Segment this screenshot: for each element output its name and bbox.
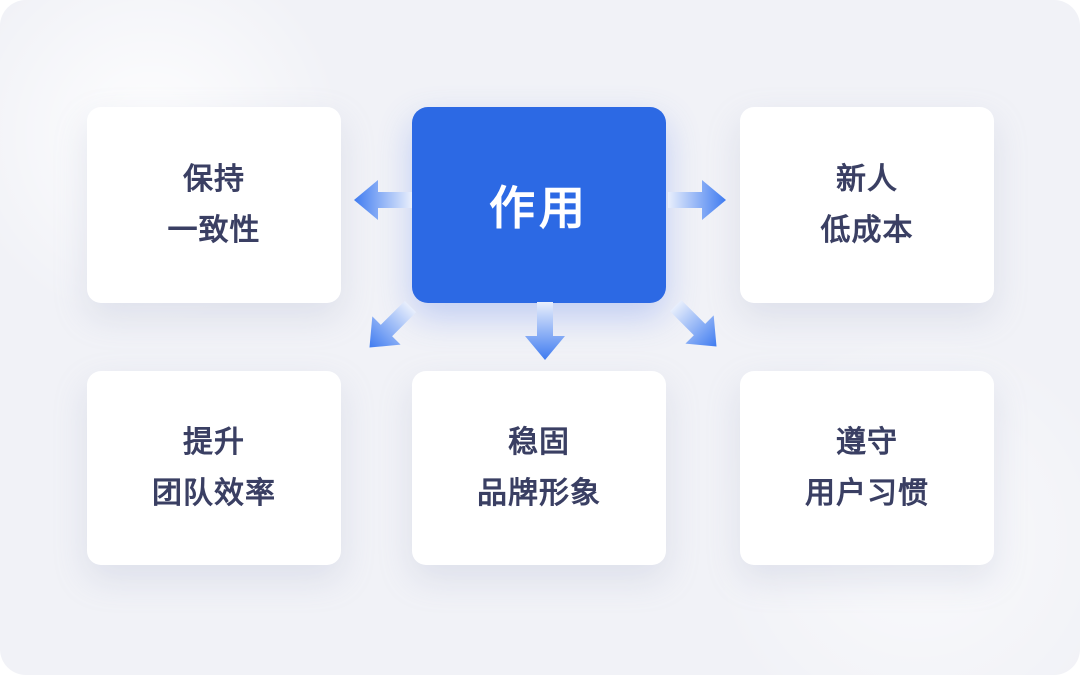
center-node: 作用 — [412, 107, 666, 303]
node-label-line: 一致性 — [167, 214, 261, 247]
arrow-down-icon — [523, 302, 567, 360]
node-label-line: 新人 — [836, 163, 898, 196]
center-node-label: 作用 — [489, 182, 589, 234]
node-label-line: 低成本 — [820, 214, 914, 247]
arrow-left-icon — [354, 178, 412, 222]
node-label-line: 团队效率 — [152, 477, 276, 510]
node-label-line: 保持 — [183, 163, 245, 196]
arrow-right-icon — [668, 178, 726, 222]
arrow-down-left-icon — [354, 291, 426, 363]
node-follow-user-habits: 遵守 用户习惯 — [740, 371, 994, 565]
node-keep-consistency: 保持 一致性 — [87, 107, 341, 303]
node-label-line: 遵守 — [836, 426, 898, 459]
node-label-line: 提升 — [183, 426, 245, 459]
node-stable-brand-image: 稳固 品牌形象 — [412, 371, 666, 565]
node-label-line: 用户习惯 — [805, 477, 929, 510]
node-newcomer-low-cost: 新人 低成本 — [740, 107, 994, 303]
node-label-line: 品牌形象 — [477, 477, 601, 510]
node-label-line: 稳固 — [508, 426, 570, 459]
arrow-down-right-icon — [660, 290, 732, 362]
node-improve-team-efficiency: 提升 团队效率 — [87, 371, 341, 565]
